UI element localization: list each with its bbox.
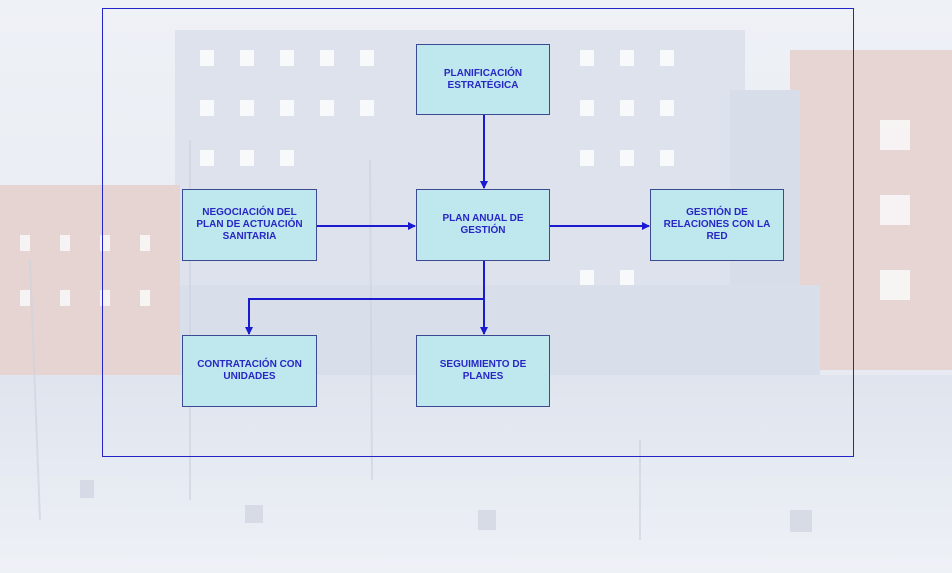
node-negociacion-plan: NEGOCIACIÓN DEL PLAN DE ACTUACIÓN SANITA… <box>182 189 317 261</box>
node-plan-anual-gestion: PLAN ANUAL DE GESTIÓN <box>416 189 550 261</box>
arrow-plan-anual-to-contratacion <box>245 261 485 335</box>
node-label: PLAN ANUAL DE GESTIÓN <box>442 213 524 236</box>
node-label: CONTRATACIÓN CON UNIDADES <box>197 359 302 382</box>
node-gestion-relaciones: GESTIÓN DE RELACIONES CON LA RED <box>650 189 784 261</box>
node-label: PLANIFICACIÓN ESTRATÉGICA <box>443 67 523 91</box>
node-label: NEGOCIACIÓN DEL PLAN DE ACTUACIÓN SANITA… <box>196 207 303 242</box>
node-label: SEGUIMIENTO DE PLANES <box>439 359 527 382</box>
node-label: GESTIÓN DE RELACIONES CON LA RED <box>663 207 771 242</box>
diagram-frame <box>102 8 854 457</box>
node-contratacion-unidades: CONTRATACIÓN CON UNIDADES <box>182 335 317 407</box>
node-planificacion-estrategica: PLANIFICACIÓN ESTRATÉGICA <box>416 44 550 115</box>
node-seguimiento-planes: SEGUIMIENTO DE PLANES <box>416 335 550 407</box>
